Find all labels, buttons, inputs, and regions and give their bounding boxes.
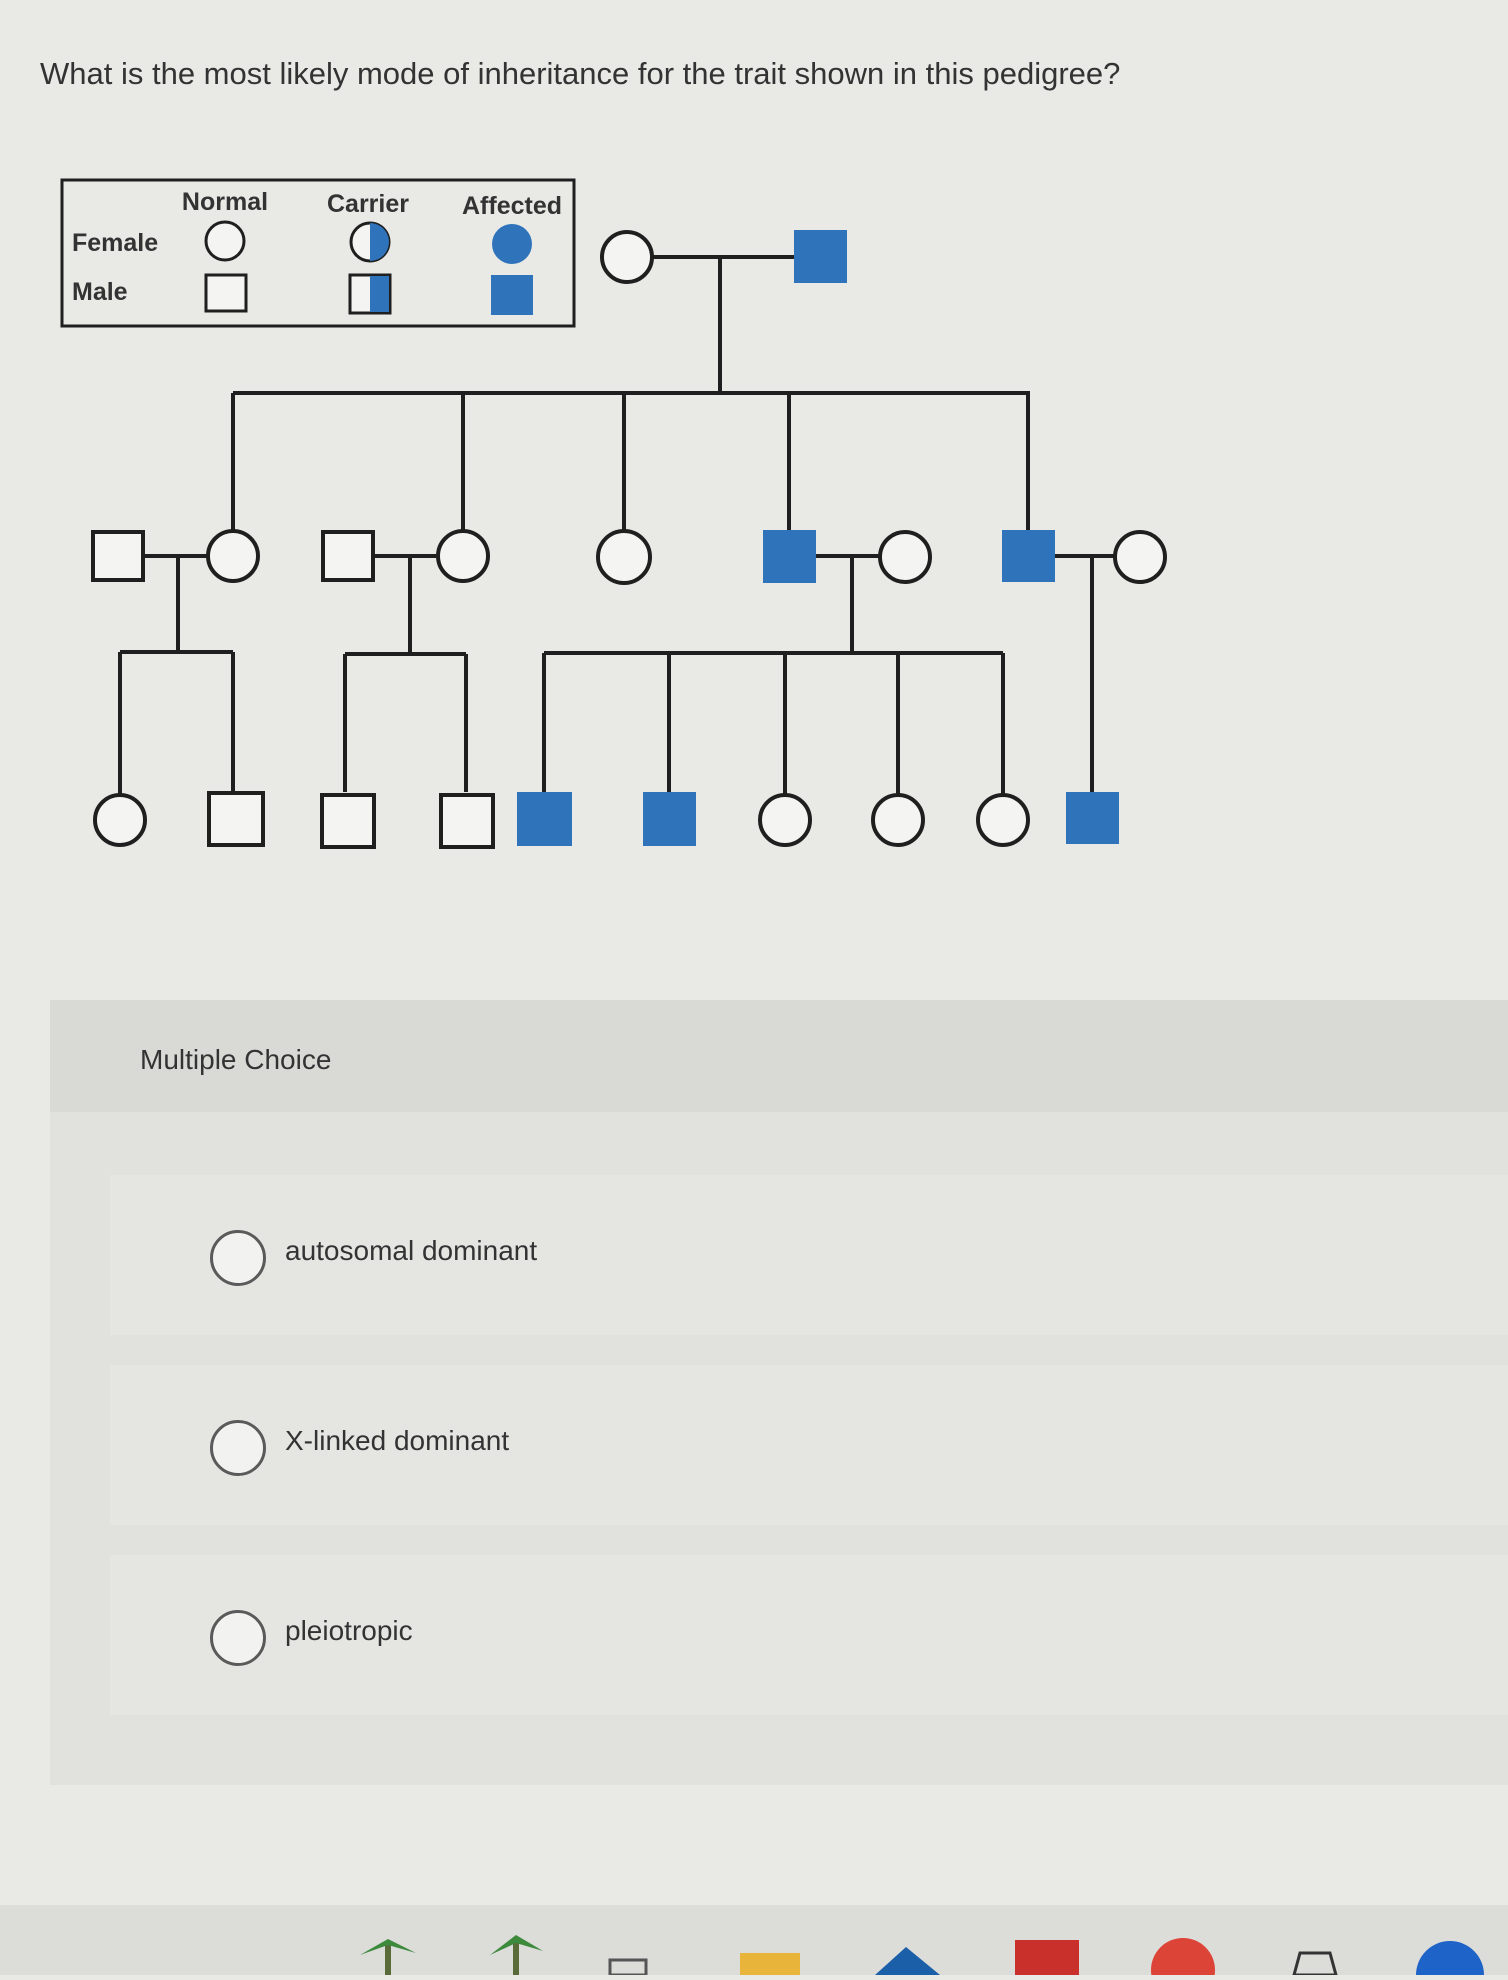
legend-affected-female-icon — [492, 224, 532, 264]
gen2-daughter2-normal-female — [436, 529, 490, 583]
legend-header-normal: Normal — [182, 188, 268, 216]
taskbar-icons — [360, 1935, 1484, 1980]
gen2-daughter3-normal-female — [596, 529, 652, 585]
legend-header-affected: Affected — [462, 192, 562, 220]
gen3-child4-normal-male — [439, 793, 495, 849]
legend-affected-male-icon — [491, 275, 533, 315]
legend-carrier-male-half — [370, 276, 389, 312]
radio-icon[interactable] — [210, 1230, 266, 1286]
question-text: What is the most likely mode of inherita… — [40, 56, 1121, 91]
option-pleiotropic[interactable]: pleiotropic — [110, 1555, 1508, 1715]
multiple-choice-header: Multiple Choice — [50, 1000, 1508, 1112]
legend-row-female: Female — [72, 229, 158, 257]
generation-2 — [91, 529, 1167, 585]
multiple-choice-title: Multiple Choice — [140, 1044, 332, 1075]
palm-tree-icon[interactable] — [360, 1939, 416, 1975]
gen3-child8-normal-female — [871, 793, 925, 847]
blue-app-icon[interactable] — [1416, 1941, 1484, 1980]
option-x-linked-dominant[interactable]: X-linked dominant — [110, 1365, 1508, 1525]
gen3-child10-affected-male — [1066, 792, 1119, 844]
window-icon[interactable] — [608, 1958, 648, 1977]
option-label: autosomal dominant — [285, 1235, 538, 1266]
chrome-icon[interactable] — [1151, 1938, 1215, 1980]
pedigree-lines — [118, 255, 1114, 797]
gen3-child6-affected-male — [643, 792, 696, 846]
gen2-spouse1-normal-male — [91, 530, 145, 582]
legend-row-male: Male — [72, 278, 128, 306]
gen3-child1-normal-female — [93, 793, 147, 847]
gen1-mother-normal-female — [600, 230, 654, 284]
palm-tree-icon-2[interactable] — [490, 1935, 543, 1975]
option-label: pleiotropic — [285, 1615, 413, 1646]
legend-box: Normal Carrier Affected Female Male — [60, 178, 576, 328]
radio-icon[interactable] — [210, 1610, 266, 1666]
generation-1 — [600, 230, 847, 284]
gen1-father-affected-male — [794, 230, 847, 283]
pedigree-diagram: Normal Carrier Affected Female Male — [60, 178, 1167, 849]
legend-normal-female-icon — [204, 220, 246, 262]
generation-3 — [93, 791, 1119, 849]
gen3-child2-normal-male — [207, 791, 265, 847]
multiple-choice-panel: Multiple Choice autosomal dominant X-lin… — [50, 1000, 1508, 1785]
legend-frame — [60, 178, 576, 328]
taskbar — [0, 1905, 1508, 1980]
gen3-child5-affected-male — [517, 792, 572, 846]
option-label: X-linked dominant — [285, 1425, 510, 1456]
option-autosomal-dominant[interactable]: autosomal dominant — [110, 1175, 1508, 1335]
gear-icon[interactable] — [1292, 1951, 1338, 1977]
gen3-child7-normal-female — [758, 793, 812, 847]
red-app-icon[interactable] — [1015, 1940, 1079, 1975]
gen2-daughter1-normal-female — [206, 529, 260, 583]
app-icon[interactable] — [875, 1947, 940, 1975]
gen2-son1-affected-male — [763, 530, 816, 583]
radio-icon[interactable] — [210, 1420, 266, 1476]
gen2-spouse2-normal-male — [321, 530, 375, 582]
gen2-spouse4-normal-female — [1113, 530, 1167, 584]
legend-normal-male-icon — [204, 273, 248, 313]
folder-icon[interactable] — [740, 1953, 800, 1975]
gen3-child3-normal-male — [320, 793, 376, 849]
gen2-son2-affected-male — [1002, 530, 1055, 582]
legend-carrier-female-half — [370, 223, 389, 261]
gen3-child9-normal-female — [976, 793, 1030, 847]
legend-header-carrier: Carrier — [327, 190, 409, 218]
gen2-spouse3-normal-female — [878, 530, 932, 584]
